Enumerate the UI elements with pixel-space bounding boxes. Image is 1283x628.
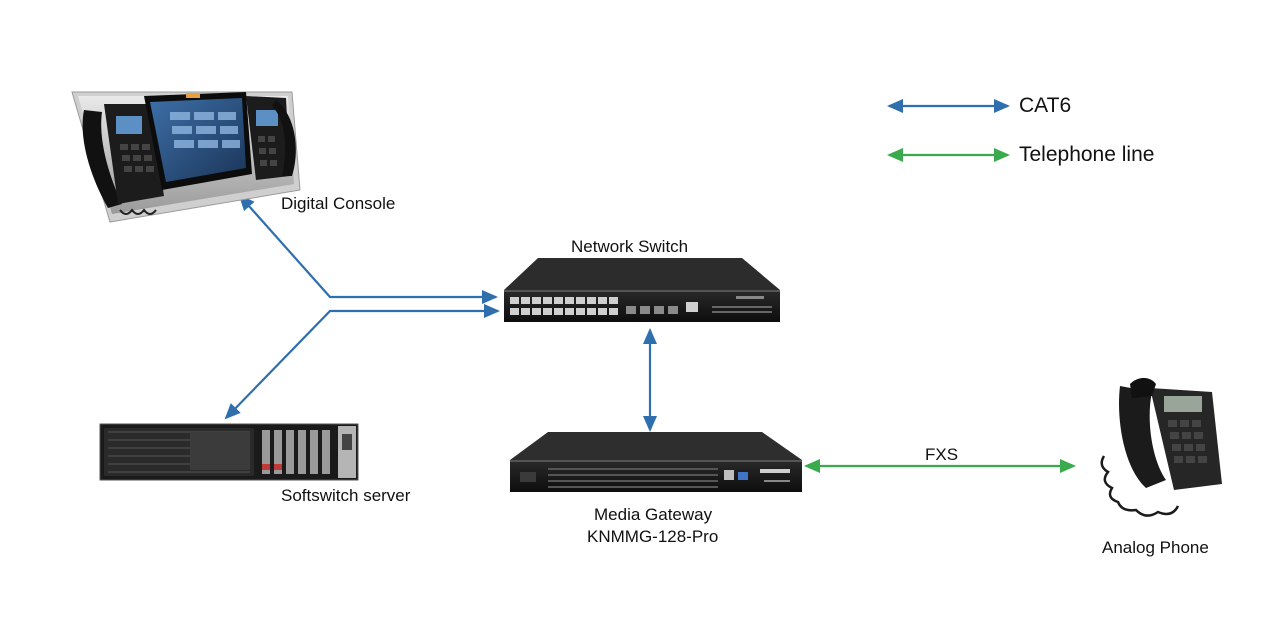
analog-phone-label: Analog Phone (1102, 538, 1209, 557)
digital-console-icon (71, 91, 301, 223)
legend-telephone-label: Telephone line (1019, 143, 1155, 166)
cat6-link-server-switch (224, 304, 500, 420)
network-switch-label: Network Switch (571, 237, 689, 256)
legend-cat6-label: CAT6 (1019, 94, 1072, 117)
fxs-link-label: FXS (925, 445, 959, 464)
network-switch-icon (504, 258, 780, 322)
media-gateway-label: Media Gateway (594, 505, 713, 524)
server-icon (99, 423, 359, 481)
cat6-link-console-switch (238, 194, 498, 304)
media-gateway-model-label: KNMMG-128-Pro (587, 527, 719, 546)
analog-phone-icon (1100, 378, 1222, 517)
softswitch-server-label: Softswitch server (281, 486, 411, 505)
digital-console-label: Digital Console (281, 194, 396, 213)
media-gateway-icon (510, 432, 802, 492)
